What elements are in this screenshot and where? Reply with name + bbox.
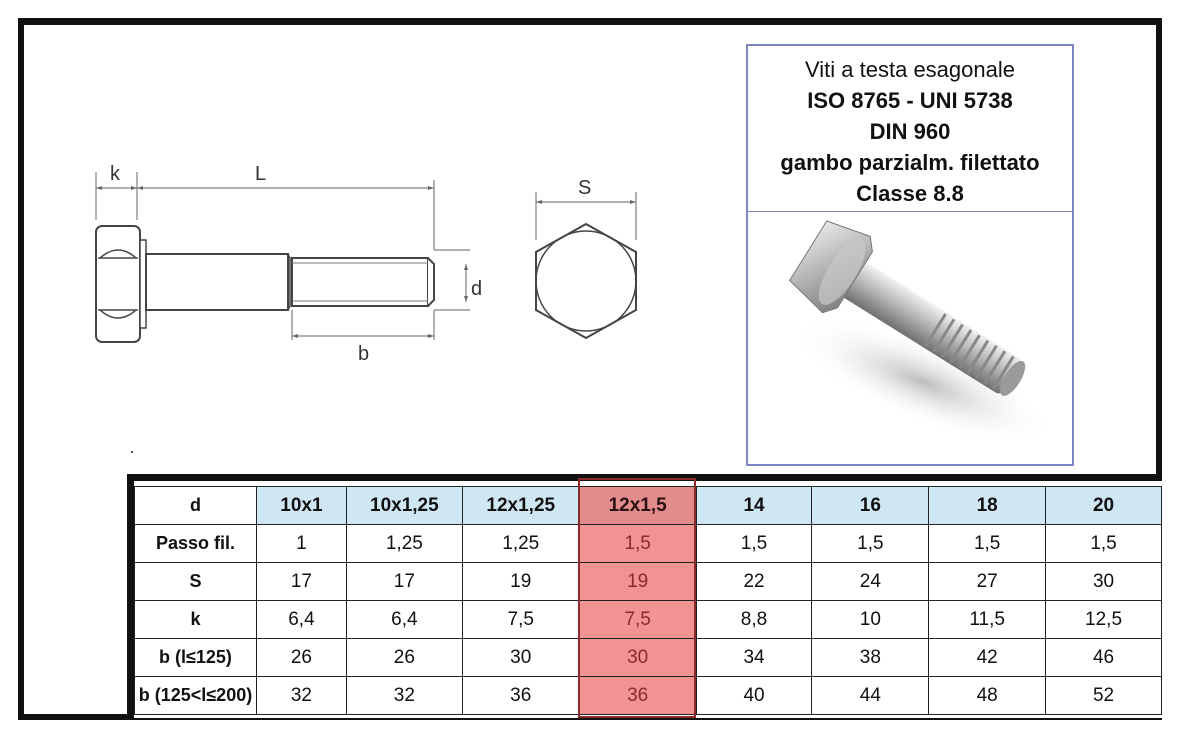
table-cell: 36 [578,676,697,715]
table-cell: 44 [811,676,930,715]
table-cell: 1,5 [928,524,1047,563]
table-cell: 26 [345,638,463,677]
table-cell: 30 [461,638,580,677]
column-header: 20 [1045,486,1162,525]
column-header: 10x1 [255,486,347,525]
table-cell: 38 [811,638,930,677]
table-cell: 1,5 [1045,524,1162,563]
row-label: Passo fil. [134,524,257,563]
dimension-b-label: b [358,343,369,365]
column-header: 14 [695,486,813,525]
row-label: S [134,562,257,601]
table-cell: 19 [578,562,697,601]
dimension-k-label: k [110,163,121,185]
table-cell: 48 [928,676,1047,715]
product-title-box: Viti a testa esagonale ISO 8765 - UNI 57… [746,44,1074,212]
table-cell: 8,8 [695,600,813,639]
table-cell: 6,4 [345,600,463,639]
dimension-d-label: d [471,278,482,300]
table-cell: 32 [345,676,463,715]
table-cell: 17 [345,562,463,601]
column-header: 12x1,25 [461,486,580,525]
table-cell: 11,5 [928,600,1047,639]
stray-dot [131,451,133,453]
row-label: k [134,600,257,639]
title-line-2: ISO 8765 - UNI 5738 [807,88,1013,113]
table-cell: 1,5 [695,524,813,563]
row-label: b (l≤125) [134,638,257,677]
column-header: 16 [811,486,930,525]
table-cell: 1 [255,524,347,563]
table-cell: 32 [255,676,347,715]
table-cell: 12,5 [1045,600,1162,639]
table-cell: 36 [461,676,580,715]
row-label: d [134,486,257,525]
table-cell: 7,5 [461,600,580,639]
title-line-1: Viti a testa esagonale [805,57,1015,82]
row-label: b (125<l≤200) [134,676,257,715]
table-cell: 22 [695,562,813,601]
table-cell: 52 [1045,676,1162,715]
column-header: 12x1,5 [578,486,697,525]
table-cell: 46 [1045,638,1162,677]
table-cell: 7,5 [578,600,697,639]
table-cell: 10 [811,600,930,639]
bolt-technical-drawing: k L d b S [95,163,637,365]
title-line-3: DIN 960 [869,119,951,144]
title-line-4: gambo parzialm. filettato [780,150,1040,175]
table-cell: 6,4 [255,600,347,639]
table-cell: 24 [811,562,930,601]
table-cell: 40 [695,676,813,715]
table-cell: 1,25 [345,524,463,563]
table-cell: 26 [255,638,347,677]
table-cell: 17 [255,562,347,601]
table-cell: 1,5 [578,524,697,563]
column-header: 10x1,25 [345,486,463,525]
bolt-photo [789,220,1054,447]
dimension-L-label: L [255,163,266,185]
table-cell: 1,5 [811,524,930,563]
column-header: 18 [928,486,1047,525]
table-cell: 42 [928,638,1047,677]
table-cell: 1,25 [461,524,580,563]
table-cell: 30 [578,638,697,677]
table-cell: 19 [461,562,580,601]
title-line-5: Classe 8.8 [856,181,964,206]
dimension-S-label: S [578,177,591,199]
table-cell: 27 [928,562,1047,601]
bolt-photo-box [746,211,1074,466]
table-cell: 34 [695,638,813,677]
table-cell: 30 [1045,562,1162,601]
